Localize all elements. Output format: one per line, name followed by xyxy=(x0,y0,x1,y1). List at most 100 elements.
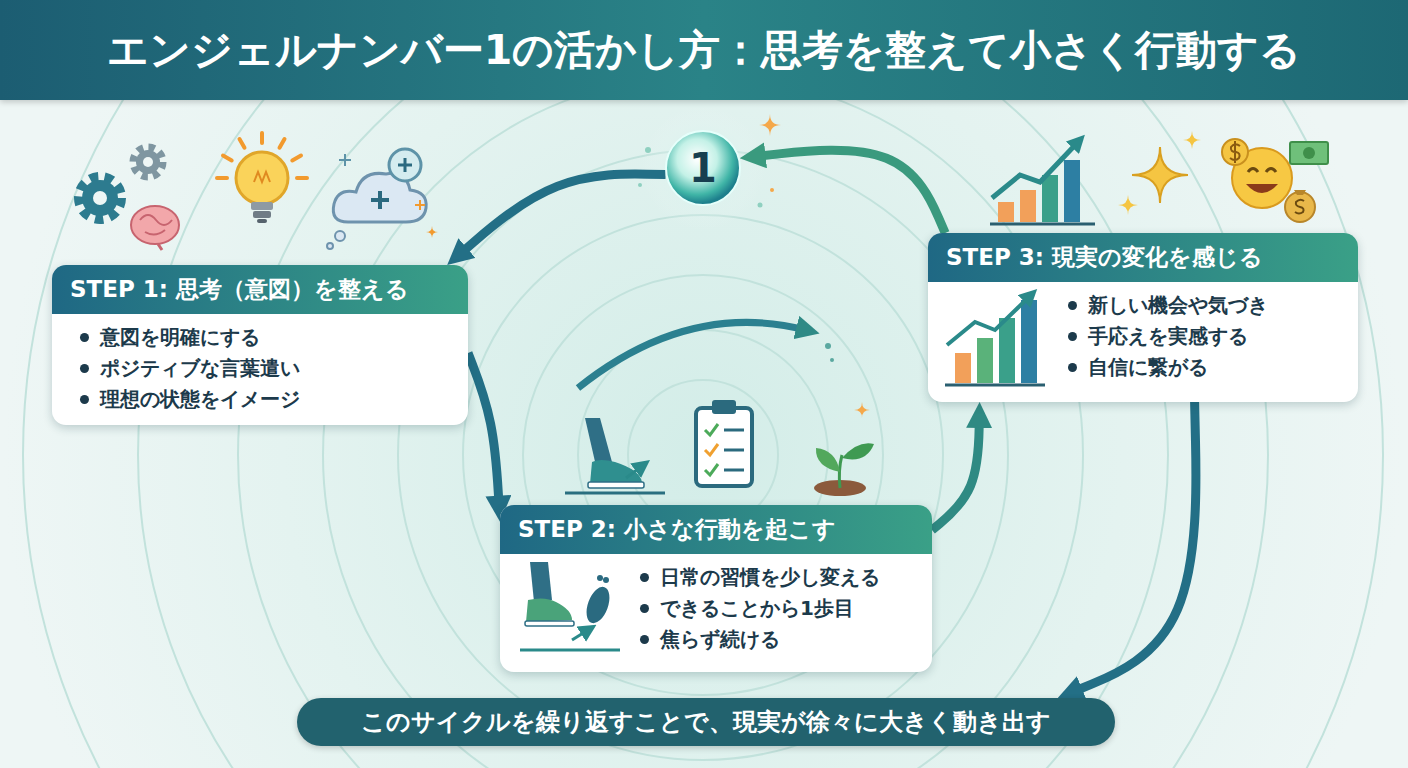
bullet-text: 意図を明確にする xyxy=(100,324,260,351)
sparkle xyxy=(1118,131,1201,215)
lightbulb-icon xyxy=(253,211,271,218)
checklist-icon xyxy=(696,408,752,486)
lightbulb-icon xyxy=(236,152,288,204)
money-smiley-icon xyxy=(1232,148,1292,208)
summary-text: このサイクルを繰り返すことで、現実が徐々に大きく動き出す xyxy=(361,706,1051,738)
thought-cloud-icon xyxy=(389,149,421,181)
money-smiley-icon xyxy=(1222,139,1328,222)
money-smiley-icon xyxy=(1222,139,1248,165)
thought-cloud-icon xyxy=(339,154,351,166)
thought-cloud-icon xyxy=(415,200,425,210)
bullet-row: 新しい機会や気づき xyxy=(1068,290,1348,321)
checklist-icon xyxy=(696,400,752,486)
growth-chart-icon xyxy=(990,223,1095,226)
money-smiley-icon xyxy=(1248,169,1276,173)
step-box: STEP 1: 思考（意図）を整える意図を明確にするポジティブな言葉遣い理想の状… xyxy=(52,265,468,425)
concentric-rings xyxy=(23,0,1383,768)
cycle-arc-arrow xyxy=(830,358,834,362)
money-smiley-icon xyxy=(1230,141,1240,163)
concentric-rings xyxy=(3,0,1403,768)
step-foot-icon xyxy=(525,621,574,626)
bullet-dot xyxy=(80,364,89,373)
bullet-row: 自信に繋がる xyxy=(1068,352,1348,383)
flow-arrow xyxy=(468,353,499,508)
step-chart-icon xyxy=(945,384,1045,387)
summary-band: このサイクルを繰り返すことで、現実が徐々に大きく動き出す xyxy=(297,698,1115,746)
number-circle: 1 xyxy=(665,130,741,206)
lightbulb-icon xyxy=(260,133,264,143)
sprout-icon xyxy=(839,455,842,488)
step-body: 新しい機会や気づき手応えを実感する自信に繋がる xyxy=(928,282,1358,393)
walking-foot-icon xyxy=(590,460,642,484)
sparkle xyxy=(638,183,642,187)
bullet-text: 新しい機会や気づき xyxy=(1088,292,1268,319)
bullet-dot xyxy=(640,604,649,613)
brain-icon xyxy=(158,244,162,250)
sparkle xyxy=(638,114,781,208)
thought-cloud-icon xyxy=(327,149,438,249)
bullet-row: 手応えを実感する xyxy=(1068,321,1348,352)
walking-foot-icon xyxy=(565,418,665,493)
title-band: エンジェルナンバー1の活かし方：思考を整えて小さく行動する xyxy=(0,0,1408,100)
brain-icon xyxy=(131,206,179,244)
sparkle xyxy=(1132,147,1188,203)
cycle-arc-arrow xyxy=(578,322,834,388)
step-chart-icon xyxy=(1021,300,1037,383)
checklist-icon xyxy=(705,444,718,455)
growth-chart-icon xyxy=(1064,160,1080,222)
step-body: 意図を明確にするポジティブな言葉遣い理想の状態をイメージ xyxy=(52,314,468,425)
bullet-text: 手応えを実感する xyxy=(1088,323,1248,350)
money-smiley-icon xyxy=(1295,200,1304,214)
thought-cloud-icon xyxy=(335,231,345,241)
sparkle xyxy=(770,188,774,192)
bullet-text: ポジティブな言葉遣い xyxy=(100,355,300,382)
step-foot-icon xyxy=(603,577,609,583)
gear-icon xyxy=(82,180,118,216)
concentric-rings xyxy=(3,0,1403,768)
thought-cloud-icon xyxy=(333,173,426,222)
sparkle xyxy=(758,203,763,208)
money-smiley-icon xyxy=(1246,184,1278,193)
sprout-icon xyxy=(814,480,866,496)
gear-icon xyxy=(93,191,107,205)
flow-arrow xyxy=(754,150,946,233)
walking-foot-icon xyxy=(585,418,612,466)
concentric-rings xyxy=(398,150,1008,760)
bullet-text: 焦らず続ける xyxy=(660,626,780,653)
flow-arrow xyxy=(458,174,666,256)
flow-arrow xyxy=(1071,402,1196,693)
step-chart-icon xyxy=(955,353,971,383)
sprout-icon xyxy=(854,402,870,418)
step-chart-icon xyxy=(947,296,1030,345)
lightbulb-icon xyxy=(280,139,285,148)
brain-icon xyxy=(131,206,179,250)
bullet-text: 日常の習慣を少し変える xyxy=(660,564,880,591)
bullet-row: 理想の状態をイメージ xyxy=(80,384,458,415)
money-smiley-icon xyxy=(1303,147,1315,159)
gear-icon xyxy=(136,150,160,174)
walking-foot-icon xyxy=(588,482,644,488)
sparkle xyxy=(1183,131,1201,149)
step-box: STEP 2: 小さな行動を起こす日常の習慣を少し変えるできることから1歩目焦ら… xyxy=(500,505,932,672)
thought-cloud-icon xyxy=(398,158,412,172)
checklist-icon xyxy=(705,424,718,435)
step-foot-icon xyxy=(572,630,588,640)
bullet-dot xyxy=(640,635,649,644)
step-foot-icon xyxy=(520,649,620,652)
lightbulb-icon xyxy=(217,176,227,180)
step-foot-icon xyxy=(582,584,614,627)
lightbulb-icon xyxy=(217,133,307,178)
sparkle xyxy=(1118,195,1138,215)
step-chart-icon xyxy=(999,318,1015,383)
sprout-icon xyxy=(816,448,840,472)
lightbulb-icon xyxy=(223,156,232,161)
sparkle xyxy=(645,147,651,153)
lightbulb-icon xyxy=(240,139,245,148)
step-box: STEP 3: 現実の変化を感じる新しい機会や気づき手応えを実感する自信に繋がる xyxy=(928,233,1358,402)
lightbulb-icon xyxy=(254,172,270,182)
bullet-text: できることから1歩目 xyxy=(660,595,854,622)
gear-icon xyxy=(80,178,120,218)
bullet-row: できることから1歩目 xyxy=(640,593,922,624)
